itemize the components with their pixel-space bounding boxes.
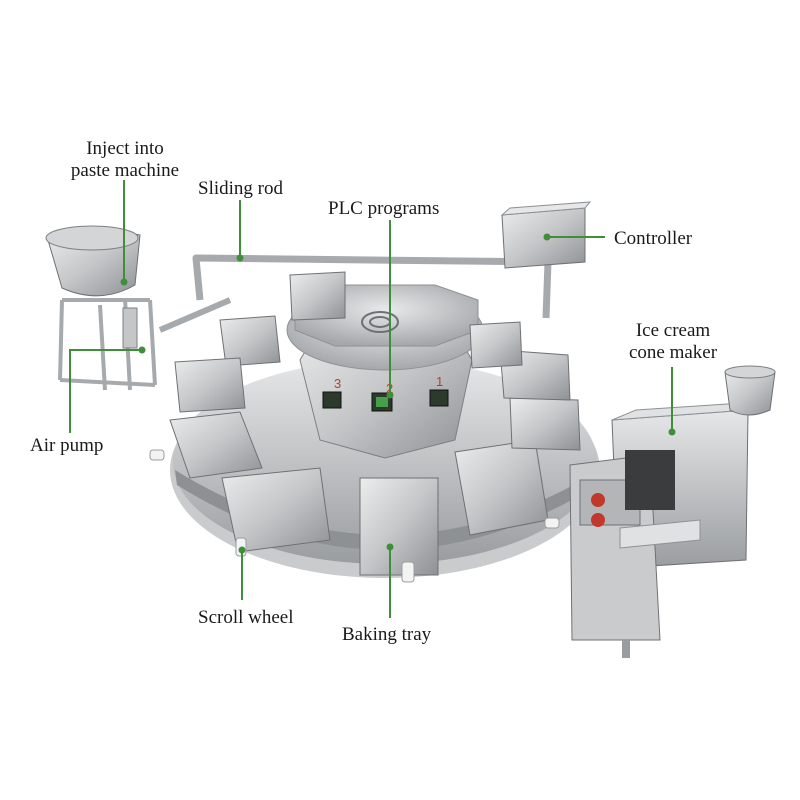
leader-dots [120, 233, 676, 554]
controller-box [500, 201, 592, 269]
baking-trays [169, 271, 581, 576]
station-number-3: 3 [334, 376, 341, 391]
label-inject-line1: Inject into [86, 138, 164, 159]
station-number-1: 1 [436, 374, 443, 389]
label-air-pump: Air pump [30, 435, 104, 456]
label-plc-programs: PLC programs [328, 198, 440, 219]
label-inject-paste: Inject into paste machine [60, 138, 190, 182]
label-ice-cream-line1: Ice cream [635, 320, 711, 341]
leader-air-pump [69, 349, 142, 433]
central-drum: 3 2 1 [286, 284, 484, 459]
label-ice-cream: Ice cream cone maker [614, 320, 732, 364]
label-sliding-rod: Sliding rod [198, 178, 283, 199]
label-ice-cream-line2: cone maker [628, 342, 718, 363]
leader-lines [69, 180, 673, 618]
label-controller: Controller [614, 228, 693, 249]
paste-hopper-stand [45, 225, 232, 391]
cone-maker-unit [569, 365, 776, 658]
label-scroll-wheel: Scroll wheel [198, 607, 294, 628]
label-baking-tray: Baking tray [342, 624, 432, 645]
label-inject-line2: paste machine [70, 160, 180, 181]
